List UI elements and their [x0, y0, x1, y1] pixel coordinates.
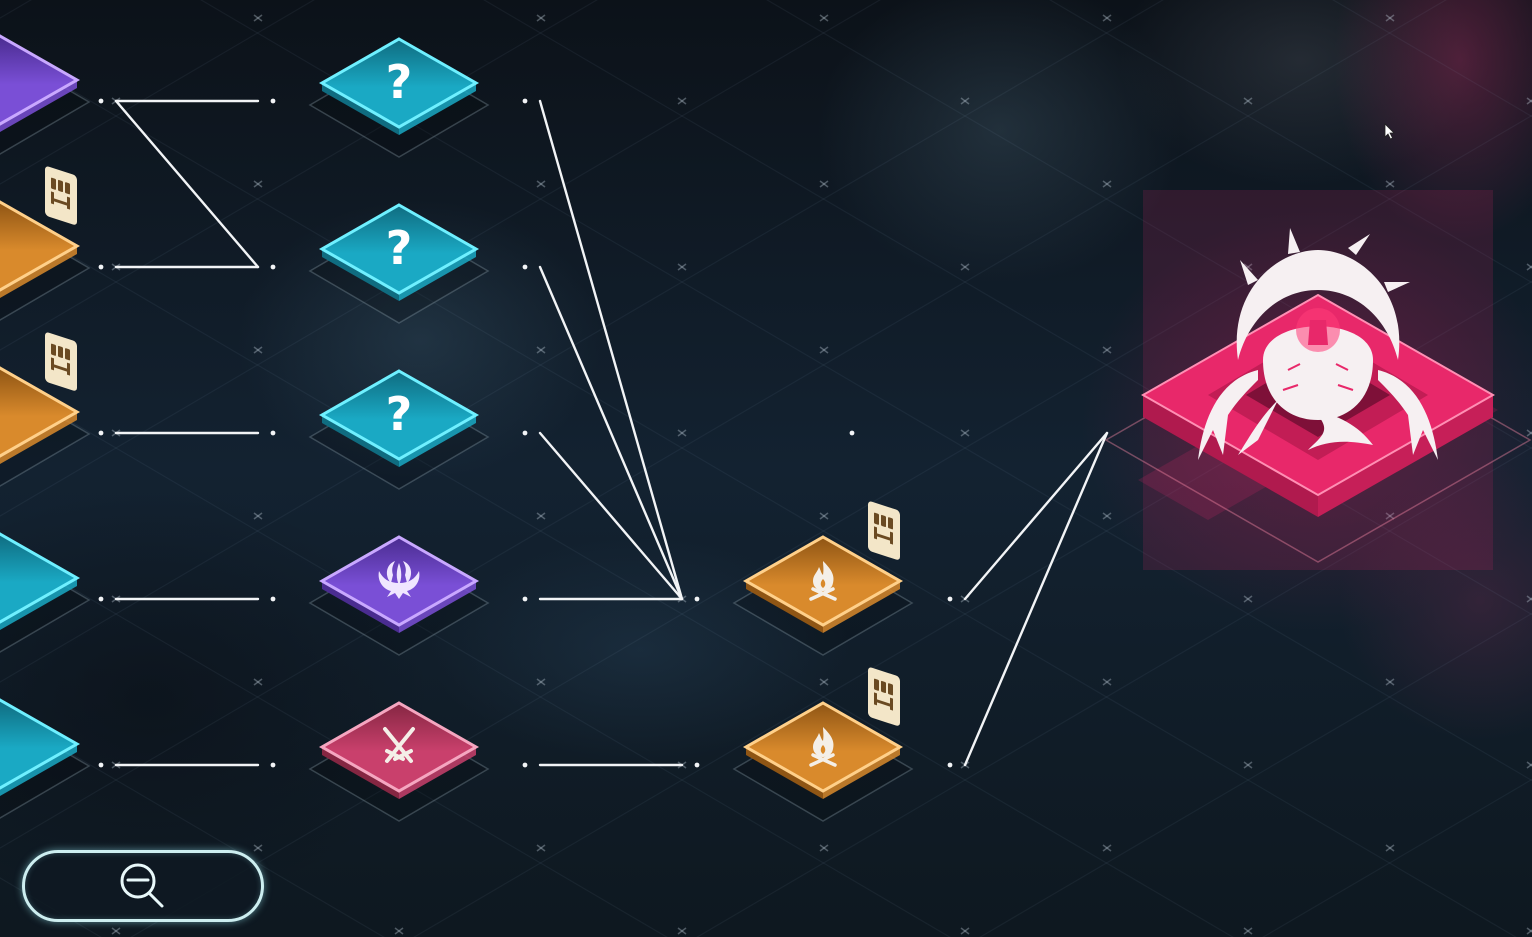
path-connection	[963, 431, 1109, 767]
question-mark-icon: ?	[386, 387, 413, 441]
map-node-rest[interactable]	[728, 501, 918, 669]
path-dot	[849, 430, 855, 436]
path-dot	[270, 264, 276, 270]
map-node-mystery[interactable]	[0, 682, 95, 832]
path-connection	[538, 99, 684, 601]
path-connection	[114, 99, 260, 269]
path-dot	[522, 762, 528, 768]
path-dot	[270, 762, 276, 768]
map-node-combat[interactable]	[304, 685, 494, 835]
campfire-icon	[809, 561, 837, 601]
path-dot	[947, 762, 953, 768]
map-node-boss[interactable]	[1098, 180, 1532, 580]
shop-badge-icon	[45, 166, 77, 225]
map-node-elite[interactable]	[304, 519, 494, 669]
crossed-swords-icon	[383, 727, 415, 763]
path-dot	[270, 430, 276, 436]
path-dot	[98, 430, 104, 436]
path-dot	[522, 430, 528, 436]
zoom-out-button[interactable]	[22, 850, 264, 922]
path-dot	[522, 596, 528, 602]
path-dot	[98, 264, 104, 270]
path-dot	[694, 762, 700, 768]
shop-badge-icon	[868, 501, 900, 560]
map-node-mystery[interactable]: ?	[304, 187, 494, 337]
question-mark-icon: ?	[386, 55, 413, 109]
path-dot	[98, 596, 104, 602]
map-node-mystery[interactable]	[0, 516, 95, 666]
crab-boss-icon	[1198, 228, 1438, 460]
question-mark-icon: ?	[386, 221, 413, 275]
path-dot	[270, 596, 276, 602]
elite-skull-icon	[378, 561, 420, 599]
shop-badge-icon	[868, 667, 900, 726]
campfire-icon	[809, 727, 837, 767]
path-dot	[522, 264, 528, 270]
path-dot	[694, 596, 700, 602]
map-node-rest[interactable]	[0, 166, 95, 334]
path-lines	[114, 99, 1109, 767]
shop-badge-icon	[45, 332, 77, 391]
map-node-elite[interactable]	[0, 18, 95, 168]
path-dot	[270, 98, 276, 104]
zoom-out-icon	[120, 863, 164, 908]
map-node-mystery[interactable]: ?	[304, 353, 494, 503]
map-node-mystery[interactable]: ?	[304, 21, 494, 171]
path-dot	[947, 596, 953, 602]
path-dot	[522, 98, 528, 104]
path-connection	[538, 265, 684, 601]
path-dot	[98, 762, 104, 768]
path-connection	[963, 431, 1109, 601]
path-dot	[98, 98, 104, 104]
map-node-rest[interactable]	[0, 332, 95, 500]
map-node-rest[interactable]	[728, 667, 918, 835]
mouse-cursor	[1384, 123, 1395, 140]
path-endpoints	[98, 98, 953, 768]
path-connection	[538, 431, 684, 601]
